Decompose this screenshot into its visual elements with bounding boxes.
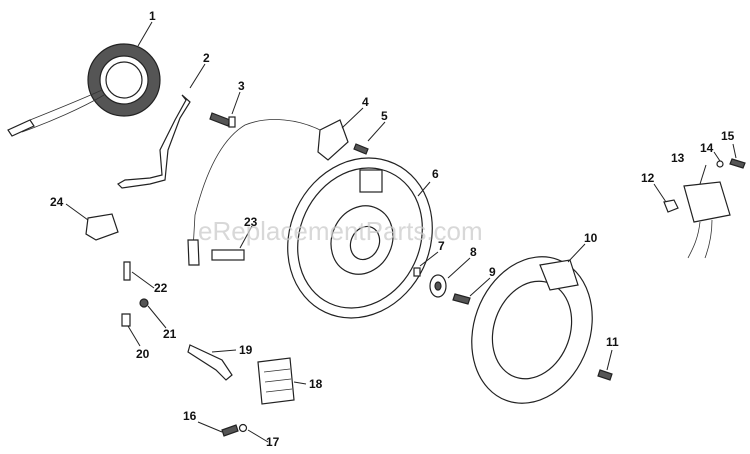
clip-part [121,313,131,327]
callout-21: 21 [163,327,177,341]
callout-15: 15 [721,129,735,143]
terminal-clip-part [123,261,131,281]
callout-17: 17 [266,435,280,449]
small-washer-part [716,160,724,168]
callout-24: 24 [50,195,64,209]
fan-part [471,256,593,404]
callout-7: 7 [438,239,445,253]
callout-4: 4 [362,95,369,109]
callout-13: 13 [671,151,685,165]
callout-11: 11 [606,335,619,349]
leader-lines [65,21,737,443]
watermark: eReplacementParts.com [198,216,483,246]
flywheel-part [287,157,433,319]
callout-19: 19 [239,343,253,357]
connector-part [187,344,233,381]
clip-nut-part [139,298,149,308]
screw-part [209,112,236,128]
switch-module-part [85,213,119,241]
callout-22: 22 [154,281,168,295]
module-screw-part [353,143,369,155]
callout-2: 2 [203,51,210,65]
callout-10: 10 [584,231,598,245]
regulator-washer-part [238,423,248,433]
callout-6: 6 [432,167,439,181]
callout-20: 20 [136,347,150,361]
rectifier-screw-part [729,158,746,169]
bracket-part [117,94,191,189]
rectifier-part [683,181,731,259]
callout-5: 5 [381,109,388,123]
callout-18: 18 [309,377,323,391]
nut-part [663,199,679,213]
callout-8: 8 [470,245,477,259]
regulator-part [257,357,295,405]
callout-23: 23 [244,215,258,229]
callout-12: 12 [641,171,655,185]
spark-plug-part [211,249,245,261]
ignition-module-part [187,119,349,266]
callout-3: 3 [238,79,245,93]
regulator-screw-part [221,424,239,437]
callout-1: 1 [149,9,156,23]
callouts: 1 2 3 4 5 6 7 8 9 10 11 12 13 14 15 16 1… [50,9,735,449]
callout-9: 9 [489,265,496,279]
washer-part [429,274,447,298]
callout-14: 14 [700,141,714,155]
callout-16: 16 [183,409,197,423]
fan-screw-part [597,369,613,381]
key-part [413,267,421,277]
stator-part [7,43,161,137]
flywheel-bolt-part [452,293,471,305]
